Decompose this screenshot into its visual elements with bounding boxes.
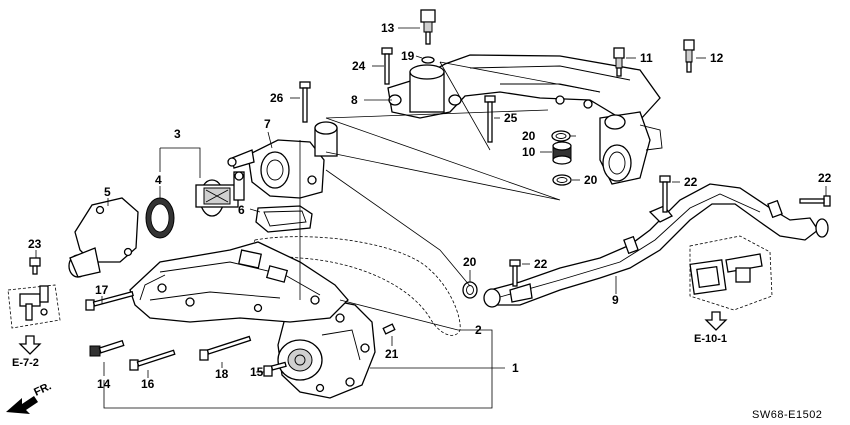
callout-18: 18 (215, 367, 229, 381)
water-passage-housing (129, 241, 349, 323)
water-pump (277, 299, 376, 399)
temperature-sensor (420, 9, 436, 45)
diagram-code: SW68-E1502 (752, 409, 822, 421)
callout-22-upper: 22 (684, 175, 698, 189)
connecting-pipe-sleeve (552, 141, 572, 165)
bolt-26 (299, 81, 311, 123)
callout-4: 4 (155, 173, 162, 187)
bolt-24 (381, 47, 393, 85)
e7-reference-arrow-icon (18, 335, 42, 355)
front-arrow-icon (6, 396, 38, 414)
connecting-pipe (483, 183, 829, 308)
callout-25: 25 (504, 111, 518, 125)
callout-11: 11 (640, 51, 653, 65)
thermostat-housing (227, 121, 338, 199)
thermostat-cover (68, 197, 139, 278)
timing-belt (253, 236, 461, 336)
e10-reference-arrow-icon (704, 311, 728, 331)
housing-gasket (255, 205, 313, 233)
callout-24: 24 (352, 59, 366, 73)
thermostat (195, 171, 245, 217)
callout-23: 23 (28, 237, 42, 251)
callout-9: 9 (612, 293, 619, 307)
bolt-22-lower (509, 259, 521, 287)
leader-lines (35, 27, 827, 409)
water-outlet (599, 111, 663, 185)
callout-8: 8 (351, 93, 358, 107)
callout-5: 5 (104, 185, 111, 199)
upper-water-passage (387, 54, 661, 121)
callout-20-lower: 20 (584, 173, 598, 187)
bolt-15 (263, 361, 287, 377)
front-label: FR. (32, 380, 53, 398)
thermo-unit (683, 39, 695, 73)
callout-12: 12 (710, 51, 724, 65)
bolt-22-upper (659, 175, 671, 213)
callout-20-upper: 20 (522, 129, 536, 143)
callout-10: 10 (522, 145, 536, 159)
bolt-22-right (799, 195, 831, 207)
sensor-14 (89, 339, 125, 357)
bolt-18 (199, 335, 252, 361)
o-ring-pipe (462, 281, 478, 299)
e7-reference-part (7, 284, 61, 329)
callout-26: 26 (270, 91, 284, 105)
reference-label-e7: E-7-2 (12, 357, 39, 369)
bolt-16 (129, 349, 176, 371)
callout-17: 17 (95, 283, 109, 297)
bolt-17 (85, 290, 134, 311)
callout-20-pipe: 20 (463, 255, 477, 269)
callout-16: 16 (141, 377, 155, 391)
temperature-switch (613, 47, 625, 77)
o-ring-lower (552, 174, 572, 186)
callout-2: 2 (475, 323, 482, 337)
oil-cooler-reference (689, 235, 773, 311)
callout-15: 15 (250, 365, 264, 379)
callout-1: 1 (512, 361, 519, 375)
callout-22-lower: 22 (534, 257, 548, 271)
callout-3: 3 (174, 127, 181, 141)
reference-label-e10: E-10-1 (694, 333, 727, 345)
callout-14: 14 (97, 377, 111, 391)
o-ring-upper (551, 130, 571, 142)
thermostat-gasket (145, 197, 175, 239)
bolt-25 (484, 95, 496, 143)
sealing-washer (421, 56, 435, 64)
callout-19: 19 (401, 49, 415, 63)
callout-21: 21 (385, 347, 399, 361)
callout-22-right: 22 (818, 171, 832, 185)
dowel-pin-21 (382, 323, 396, 335)
callout-7: 7 (264, 117, 271, 131)
callout-13: 13 (381, 21, 395, 35)
bolt-23 (29, 257, 41, 275)
callout-6: 6 (238, 203, 245, 217)
